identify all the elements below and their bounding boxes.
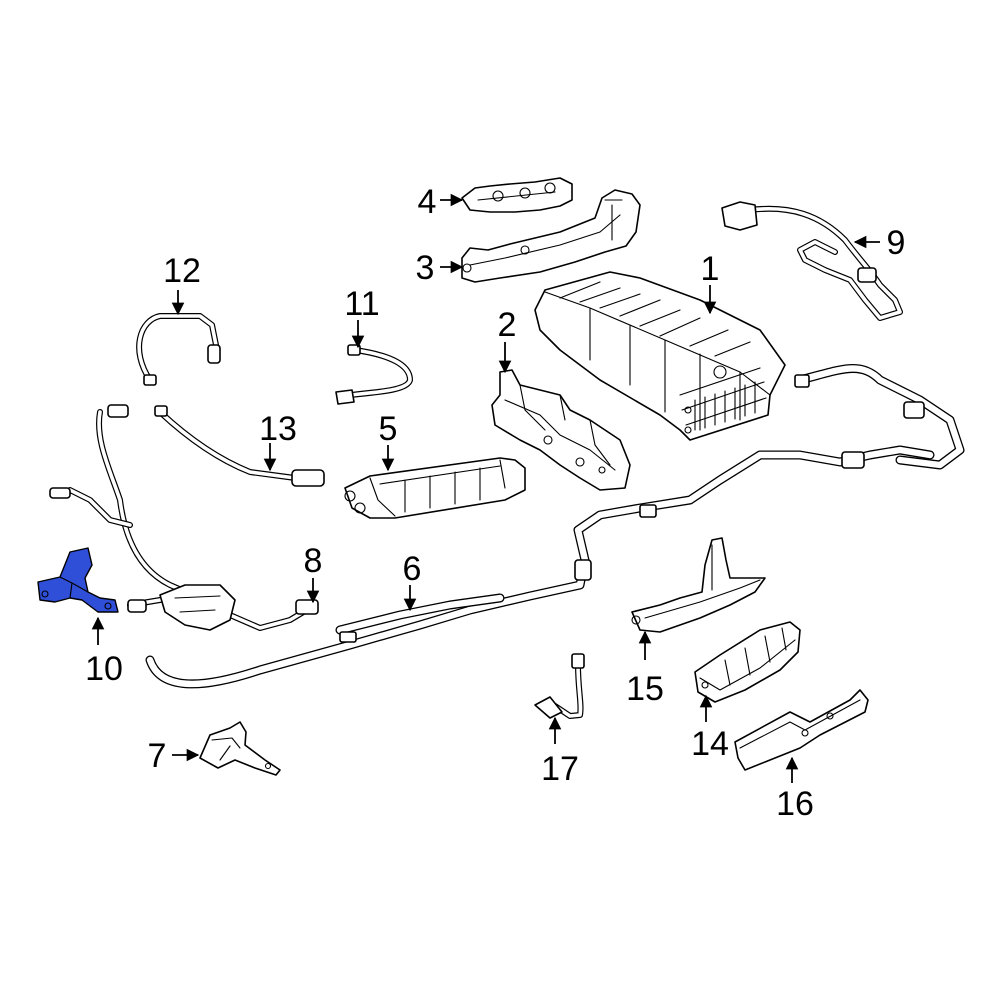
part-8-harness[interactable]	[49, 404, 319, 631]
callout-10: 10	[85, 650, 123, 688]
callout-6: 6	[403, 550, 422, 588]
part-6-main-harness[interactable]	[145, 363, 965, 689]
part-7-bracket[interactable]	[199, 721, 281, 776]
part-9-harness[interactable]	[721, 201, 903, 321]
callout-5: 5	[379, 410, 398, 448]
part-15-mount-bracket[interactable]	[631, 537, 766, 633]
callout-2: 2	[498, 306, 517, 344]
part-2-bracket[interactable]	[491, 369, 631, 491]
part-17-sensor[interactable]	[534, 653, 585, 719]
callout-9: 9	[887, 224, 906, 262]
callout-16: 16	[776, 785, 814, 823]
callout-14: 14	[691, 725, 729, 763]
callout-13: 13	[259, 410, 297, 448]
callout-15: 15	[626, 670, 664, 708]
callout-3: 3	[416, 249, 435, 287]
callout-12: 12	[163, 252, 201, 290]
callout-7: 7	[148, 737, 167, 775]
part-4-mount-bracket[interactable]	[461, 177, 573, 213]
callout-8: 8	[304, 542, 323, 580]
part-16-cover[interactable]	[734, 689, 869, 771]
part-12-cable[interactable]	[136, 313, 221, 386]
part-5-junction-box[interactable]	[344, 457, 526, 519]
part-11-ground-cable[interactable]	[335, 344, 413, 405]
callout-17: 17	[541, 750, 579, 788]
callout-4: 4	[418, 183, 437, 221]
part-14-control-module[interactable]	[694, 621, 801, 703]
part-3-support-rail[interactable]	[461, 189, 641, 283]
part-10-bracket-highlighted[interactable]	[37, 547, 119, 613]
part-13-cable[interactable]	[154, 405, 325, 487]
leader-lines	[91, 193, 880, 783]
callout-1: 1	[701, 250, 720, 288]
callout-11: 11	[344, 285, 379, 323]
part-1-battery-pack[interactable]	[534, 271, 786, 441]
callout-numbers: 1 2 3 4 5 6 7 8 9 10 11 12 13 14 15 16 1…	[85, 183, 905, 823]
